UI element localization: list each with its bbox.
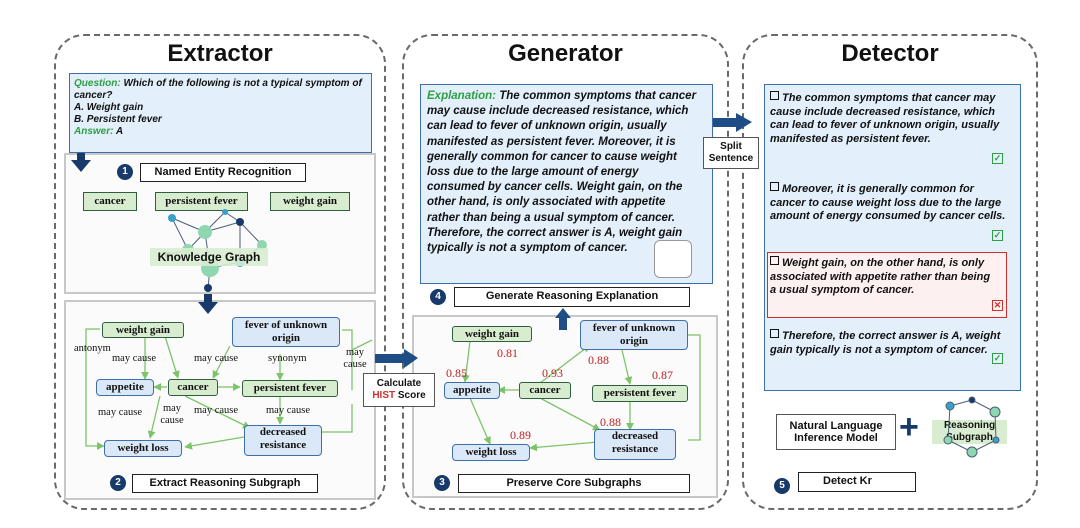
calculate-hist-box: Calculate HIST Score — [363, 373, 435, 407]
question-text: Question: Which of the following is not … — [74, 78, 369, 138]
entity-persistent-fever: persistent fever — [155, 192, 248, 211]
gen-node-appetite: appetite — [444, 382, 500, 399]
entity-weight-gain: weight gain — [270, 192, 350, 211]
score-0.88: 0.88 — [600, 415, 621, 429]
question-box — [69, 73, 372, 153]
gen-node-cancer: cancer — [519, 382, 571, 399]
score-0.88: 0.88 — [588, 353, 609, 367]
split-arrow — [713, 113, 752, 132]
hallucination-highlight — [767, 252, 1007, 318]
ex-node-persistent-fever: persistent fever — [242, 380, 338, 397]
sentence-label: Sentence — [708, 153, 754, 164]
gen-node-weight-loss: weight loss — [452, 444, 530, 461]
option-a: A. Weight gain — [74, 102, 144, 113]
edge-label-may-cause: may cause — [194, 405, 239, 416]
checkbox-icon — [770, 256, 779, 265]
step5-badge: 5 — [774, 478, 790, 494]
kg-label: Knowledge Graph — [158, 250, 261, 264]
option-b: B. Persistent fever — [74, 114, 162, 125]
sentence-2: Moreover, it is generally common for can… — [770, 182, 1006, 223]
split-sentence-box: Split Sentence — [703, 137, 759, 169]
calculate-label: Calculate — [376, 378, 422, 389]
check-icon-2: ✓ — [992, 230, 1003, 241]
ex-node-appetite: appetite — [96, 379, 154, 396]
nli-model-box: Natural Language Inference Model — [776, 414, 896, 450]
edge-label-may-cause: may cause — [98, 407, 143, 418]
question-body: Which of the following is not a typical … — [74, 78, 362, 101]
score-0.87: 0.87 — [652, 368, 673, 382]
ex-node-fever-unknown: fever of unknown origin — [232, 317, 340, 347]
plus-sign: + — [899, 408, 919, 446]
answer-value: A — [115, 126, 124, 137]
edge-label-may-cause: may cause — [194, 353, 239, 364]
sentence-3: Weight gain, on the other hand, is only … — [770, 256, 991, 297]
ner-step-box: Named Entity Recognition — [140, 163, 306, 182]
edge-label-may-cause: may cause — [343, 347, 367, 370]
generate-explanation-box: Generate Reasoning Explanation — [454, 287, 690, 307]
check-icon-4: ✓ — [992, 353, 1003, 364]
ex-node-weight-gain: weight gain — [102, 322, 184, 338]
score-0.89: 0.89 — [510, 428, 531, 442]
sentences-box — [764, 84, 1021, 391]
step2-badge: 2 — [110, 475, 126, 491]
sentence-1: The common symptoms that cancer may caus… — [770, 91, 1000, 145]
extractor-title: Extractor — [167, 40, 273, 67]
preserve-core-box: Preserve Core Subgraphs — [458, 474, 690, 493]
sentence-4: Therefore, the correct answer is A, weig… — [770, 329, 1001, 356]
openai-logo-icon — [654, 240, 692, 278]
kg-label-bg — [150, 248, 268, 266]
generator-title: Generator — [508, 40, 623, 67]
check-icon-1: ✓ — [992, 153, 1003, 164]
gen-node-decreased-resistance: decreased resistance — [594, 429, 676, 460]
explanation-text: Explanation: The common symptoms that ca… — [427, 89, 697, 256]
gen-node-persistent-fever: persistent fever — [592, 385, 688, 402]
detect-step-box: Detect Kr — [798, 472, 916, 492]
checkbox-icon — [770, 91, 779, 100]
edge-label-may-cause: may cause — [112, 353, 157, 364]
core-to-explain-arrow — [555, 308, 571, 330]
step1-badge: 1 — [117, 164, 133, 180]
question-to-ner-arrow — [71, 153, 91, 172]
extractor-subgraph-edges — [85, 328, 373, 450]
detector-title: Detector — [841, 40, 939, 67]
score-0.81: 0.81 — [497, 346, 518, 360]
entity-cancer: cancer — [83, 192, 137, 211]
calculate-arrow — [375, 349, 418, 368]
gen-node-weight-gain: weight gain — [452, 326, 532, 342]
ex-node-decreased-resistance: decreased resistance — [244, 425, 322, 456]
kg-to-subgraph-arrow — [198, 294, 218, 314]
checkbox-icon — [770, 182, 779, 191]
edge-label-may-cause: may cause — [266, 405, 311, 416]
question-label: Question: — [74, 78, 121, 89]
edge-label-antonym: antonym — [74, 343, 111, 354]
explanation-label: Explanation: — [427, 90, 497, 102]
score-0.93: 0.93 — [542, 366, 563, 380]
edge-label-may-cause: may cause — [160, 403, 184, 426]
watermark-logo — [922, 460, 1022, 500]
ex-node-cancer: cancer — [168, 379, 218, 396]
gen-node-fever-unknown: fever of unknown origin — [580, 320, 688, 350]
ex-node-weight-loss: weight loss — [104, 440, 182, 457]
step4-badge: 4 — [430, 289, 446, 305]
score-label: Score — [397, 390, 426, 401]
answer-label: Answer: — [74, 126, 114, 137]
generator-panel — [402, 34, 729, 510]
extract-subgraph-box: Extract Reasoning Subgraph — [132, 474, 318, 493]
hist-label: HIST — [372, 390, 396, 401]
edge-label-synonym: synonym — [268, 353, 307, 364]
explanation-body: The common symptoms that cancer may caus… — [427, 90, 697, 255]
score-0.85: 0.85 — [446, 366, 467, 380]
extractor-panel — [54, 34, 386, 510]
split-label: Split — [720, 141, 742, 152]
cross-icon-3: ✕ — [992, 300, 1003, 311]
generator-subgraph-edges — [461, 334, 701, 452]
detector-panel — [742, 34, 1038, 510]
checkbox-icon — [770, 329, 779, 338]
step3-badge: 3 — [434, 475, 450, 491]
reasoning-subgraph-icon — [943, 396, 1001, 458]
